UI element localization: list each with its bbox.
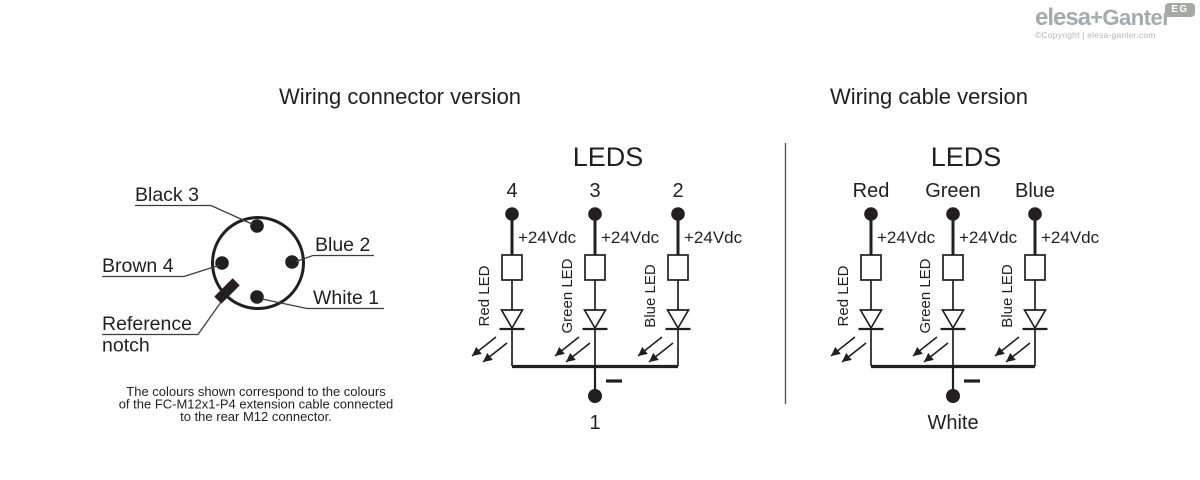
pin-label-brown-4: Brown 4 [102, 255, 174, 277]
resistor-symbol [584, 254, 606, 281]
led-diode-symbol [500, 309, 524, 330]
light-emission-arrow [471, 336, 497, 357]
led-diode-symbol [666, 309, 690, 330]
supply-label: +24Vdc [601, 228, 660, 247]
light-emission-arrow [912, 336, 938, 357]
led-column-green: 3 +24Vdc Green LED [554, 180, 660, 366]
eg-badge-icon: EG [1165, 3, 1195, 17]
leader-blue-2 [295, 254, 374, 263]
common-bus: White [871, 364, 1035, 434]
led-column-green: Green +24Vdc Green LED [912, 180, 1018, 366]
logo-wordmark: elesa+Ganter [1035, 4, 1171, 31]
leader-brown-4 [102, 264, 221, 278]
light-emission-arrow [994, 336, 1020, 357]
supply-label: +24Vdc [877, 228, 936, 247]
leds-schematic-cable: LEDS Red +24Vdc Red LED Green [830, 142, 1100, 434]
light-emission-arrow [841, 342, 867, 363]
pin-3-dot [250, 219, 264, 233]
light-emission-arrow [565, 342, 591, 363]
colour-note-line1: The colours shown correspond to the colo… [126, 384, 386, 399]
m12-connector-diagram: Black 3 Blue 2 Brown 4 White 1 Reference… [102, 184, 393, 424]
resistor-symbol [667, 254, 689, 281]
cable-section-title: Wiring cable version [830, 84, 1028, 109]
led-diode-symbol [941, 309, 965, 330]
supply-label: +24Vdc [684, 228, 743, 247]
led-column-red: 4 +24Vdc Red LED [471, 180, 577, 366]
led-name-label: Blue LED [642, 264, 659, 328]
leds-title: LEDS [573, 142, 644, 172]
light-emission-arrow [554, 336, 580, 357]
pin-2-dot [285, 255, 299, 269]
led-diode-symbol [1023, 309, 1047, 330]
resistor-symbol [860, 254, 882, 281]
logo-ganter-text: +Ganter [1090, 5, 1171, 30]
connector-section-title: Wiring connector version [279, 84, 521, 109]
light-emission-arrow [482, 342, 508, 363]
light-emission-arrow [923, 342, 949, 363]
reference-label-line1: Reference [102, 313, 192, 335]
reference-notch-mark [214, 278, 240, 304]
led-name-label: Red LED [835, 265, 852, 326]
leds-schematic-connector: LEDS 4 +24Vdc Red LED 3 [471, 142, 743, 434]
led-diode-symbol [859, 309, 883, 330]
colour-note-line2: of the FC-M12x1-P4 extension cable conne… [119, 397, 394, 412]
light-emission-arrow [1005, 342, 1031, 363]
pin-4-dot [215, 256, 229, 270]
resistor-symbol [942, 254, 964, 281]
led-name-label: Green LED [917, 258, 934, 333]
supply-label: +24Vdc [1041, 228, 1100, 247]
led-column-blue: Blue +24Vdc Blue LED [994, 180, 1100, 366]
light-emission-arrow [830, 336, 856, 357]
common-terminal-dot [946, 389, 960, 403]
light-emission-arrow [648, 342, 674, 363]
led-column-red: Red +24Vdc Red LED [830, 180, 936, 366]
logo-copyright-text: ©Copyright | elesa-ganter.com [1035, 30, 1156, 40]
common-terminal-dot [588, 389, 602, 403]
led-name-label: Red LED [476, 265, 493, 326]
leader-reference-notch [102, 301, 222, 336]
led-name-label: Blue LED [999, 264, 1016, 328]
terminal-label: 3 [589, 180, 600, 202]
supply-label: +24Vdc [518, 228, 577, 247]
elesa-ganter-logo: elesa+Ganter ©Copyright | elesa-ganter.c… [1035, 4, 1171, 40]
colour-note-line3: to the rear M12 connector. [180, 409, 332, 424]
terminal-label: Red [853, 180, 890, 202]
pin-label-blue-2: Blue 2 [315, 234, 370, 256]
led-column-blue: 2 +24Vdc Blue LED [637, 180, 743, 366]
terminal-label: 4 [506, 180, 517, 202]
terminal-label: Blue [1015, 180, 1055, 202]
logo-elesa-text: elesa [1035, 4, 1091, 31]
common-bus: 1 [512, 364, 678, 434]
pin-label-white-1: White 1 [313, 287, 379, 309]
leader-white-1 [261, 298, 384, 310]
leader-black-3 [135, 204, 253, 225]
terminal-label: Green [925, 180, 981, 202]
terminal-label: 2 [672, 180, 683, 202]
pin-label-black-3: Black 3 [135, 184, 199, 206]
led-diode-symbol [583, 309, 607, 330]
common-terminal-label: White [927, 412, 978, 434]
light-emission-arrow [637, 336, 663, 357]
resistor-symbol [501, 254, 523, 281]
supply-label: +24Vdc [959, 228, 1018, 247]
led-name-label: Green LED [559, 258, 576, 333]
reference-label-line2: notch [102, 335, 150, 357]
resistor-symbol [1024, 254, 1046, 281]
leds-title: LEDS [931, 142, 1002, 172]
common-terminal-label: 1 [589, 412, 600, 434]
pin-1-dot [250, 290, 264, 304]
